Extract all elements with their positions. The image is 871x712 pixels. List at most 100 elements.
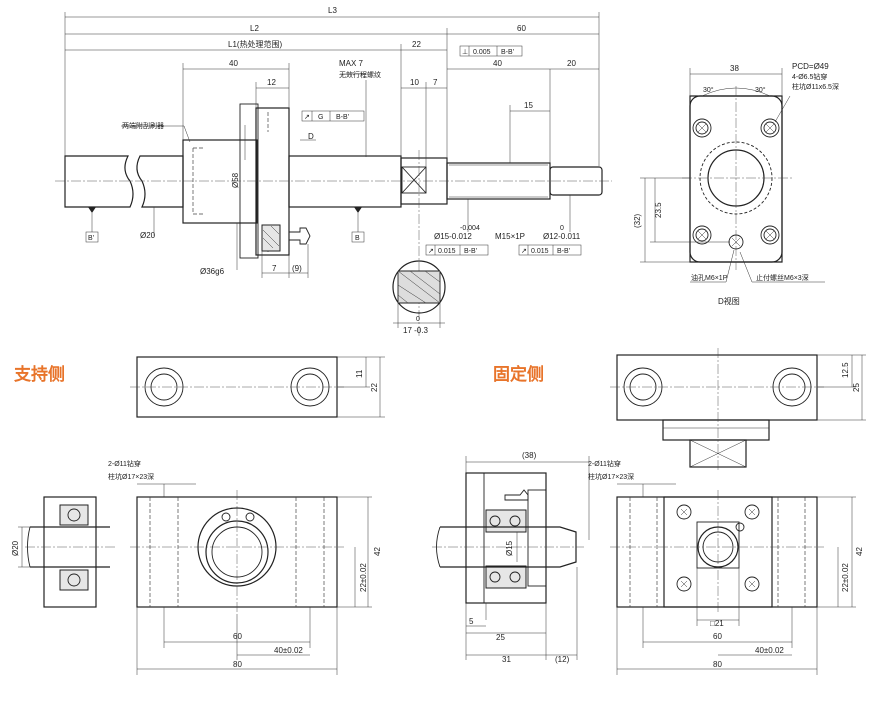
dim-10: 10 xyxy=(410,78,419,87)
dim-12: 12 xyxy=(267,78,276,87)
dim-20: 20 xyxy=(567,59,576,68)
dim-L1: L1(热处理范围) xyxy=(228,39,283,49)
support-side-title: 支持侧 xyxy=(14,364,65,385)
ballscrew-main-view xyxy=(55,12,612,338)
angle-right: 30° xyxy=(755,86,766,94)
svg-text:⊥: ⊥ xyxy=(462,49,468,56)
wrench-flat xyxy=(401,166,427,194)
dim-L2: L2 xyxy=(250,24,259,33)
d-view xyxy=(640,68,825,283)
dim-7b: 7 xyxy=(272,264,277,273)
pcd-label: PCD=Ø49 xyxy=(792,62,829,71)
oil-hole-label: 油孔M6×1P xyxy=(691,273,728,282)
f-dim-31: 31 xyxy=(502,655,511,664)
dim-23-5: 23.5 xyxy=(654,202,663,218)
f-dim-40: 40±0.02 xyxy=(755,646,784,655)
perp-tolerance-frame xyxy=(459,45,523,57)
runout-15-frame xyxy=(425,244,489,256)
dim-32: (32) xyxy=(633,213,642,228)
f-dim-sq21: □21 xyxy=(710,619,724,628)
dim-m15: M15×1P xyxy=(495,232,525,241)
s-dim-22: 22 xyxy=(370,383,379,392)
f-dim-5: 5 xyxy=(469,617,474,626)
perp-value: 0.005 xyxy=(473,49,491,56)
screw-shaft-mid xyxy=(136,155,184,208)
holes4-label: 4-Ø6.5钻穿 xyxy=(792,72,827,81)
dim-dia12: Ø12-0.011 xyxy=(543,232,581,241)
dim-60: 60 xyxy=(517,24,526,33)
s-dim-80: 80 xyxy=(233,660,242,669)
dim-dia20: Ø20 xyxy=(140,231,156,240)
dim-9: (9) xyxy=(292,264,302,273)
runout-g-value: G xyxy=(318,114,323,121)
f-dim-42: 42 xyxy=(855,547,864,556)
wiper-label: 两端附刮刷器 xyxy=(122,121,164,130)
s-dim-22h: 22±0.02 xyxy=(359,563,368,592)
view-d-arrow: D xyxy=(308,132,314,141)
dia15-tol: -0.004 xyxy=(460,225,480,232)
f-dim-60: 60 xyxy=(713,632,722,641)
s-dim-dia20: Ø20 xyxy=(11,540,20,556)
dim-7: 7 xyxy=(433,78,438,87)
datum-b: B xyxy=(355,235,360,242)
runout-1-value: 0.015 xyxy=(438,248,456,255)
f-cbore-label: 柱坑Ø17×23深 xyxy=(588,472,634,481)
dim-dia58: Ø58 xyxy=(231,172,240,188)
s-cbore-label: 柱坑Ø17×23深 xyxy=(108,472,154,481)
runout-2-value: 0.015 xyxy=(531,248,549,255)
dim-dia15: Ø15-0.012 xyxy=(434,232,472,241)
svg-text:B-B': B-B' xyxy=(464,248,477,255)
runout-12-frame xyxy=(518,244,582,256)
svg-text:↗: ↗ xyxy=(428,248,434,255)
dim-L3: L3 xyxy=(328,6,337,15)
fixed-side-title: 固定侧 xyxy=(493,364,544,385)
s-holes-label: 2-Ø11钻穿 xyxy=(108,459,141,468)
fixed-side xyxy=(432,348,866,675)
f-dim-12-5: 12.5 xyxy=(841,362,850,378)
svg-text:B-B': B-B' xyxy=(501,49,514,56)
nut-body xyxy=(182,139,258,224)
no-thread-label: 无效行程螺纹 xyxy=(339,70,381,79)
dia12-tol: 0 xyxy=(560,225,564,232)
f-dim-38: (38) xyxy=(522,451,537,460)
angle-left: 30° xyxy=(703,86,714,94)
svg-text:↗: ↗ xyxy=(304,114,310,121)
datum-b-prime: B' xyxy=(88,235,94,242)
f-holes-label: 2-Ø11钻穿 xyxy=(588,459,621,468)
screw-shaft-left xyxy=(64,155,134,208)
fixed-top-view xyxy=(616,354,818,421)
dim-22: 22 xyxy=(412,40,421,49)
support-side xyxy=(18,356,385,675)
cbore4-label: 柱坑Ø11x6.5深 xyxy=(792,82,839,91)
set-screw-label: 止付螺丝M6×3深 xyxy=(756,273,809,282)
s-dim-42: 42 xyxy=(373,547,382,556)
fixed-front-view xyxy=(616,496,818,608)
dim-dia36: Ø36g6 xyxy=(200,267,225,276)
d17-tol: 0 xyxy=(416,316,420,323)
svg-text:↗: ↗ xyxy=(521,248,527,255)
support-side-section xyxy=(43,496,97,608)
dim-15: 15 xyxy=(524,101,533,110)
section-circle xyxy=(392,260,446,314)
runout-g-frame xyxy=(301,110,365,122)
f-dim-80: 80 xyxy=(713,660,722,669)
f-dim-22h: 22±0.02 xyxy=(841,563,850,592)
dim-40b: 40 xyxy=(493,59,502,68)
f-dim-25: 25 xyxy=(852,383,861,392)
dim-17: 17 -0.3 xyxy=(403,326,428,335)
labels: L3 L2 L1(热处理范围) 22 60 40 12 MAX 7 无效行程螺纹… xyxy=(11,6,864,669)
dview-38: 38 xyxy=(730,64,739,73)
s-dim-60: 60 xyxy=(233,632,242,641)
grease-nipple xyxy=(288,227,311,245)
screw-shaft-right xyxy=(288,155,402,208)
f-dim-25: 25 xyxy=(496,633,505,642)
f-dim-12: (12) xyxy=(555,655,570,664)
s-dim-11: 11 xyxy=(355,369,364,378)
s-dim-40: 40±0.02 xyxy=(274,646,303,655)
svg-text:B-B': B-B' xyxy=(336,114,349,121)
view-d-title: D视图 xyxy=(718,296,740,306)
max7-label: MAX 7 xyxy=(339,59,364,68)
dim-40a: 40 xyxy=(229,59,238,68)
